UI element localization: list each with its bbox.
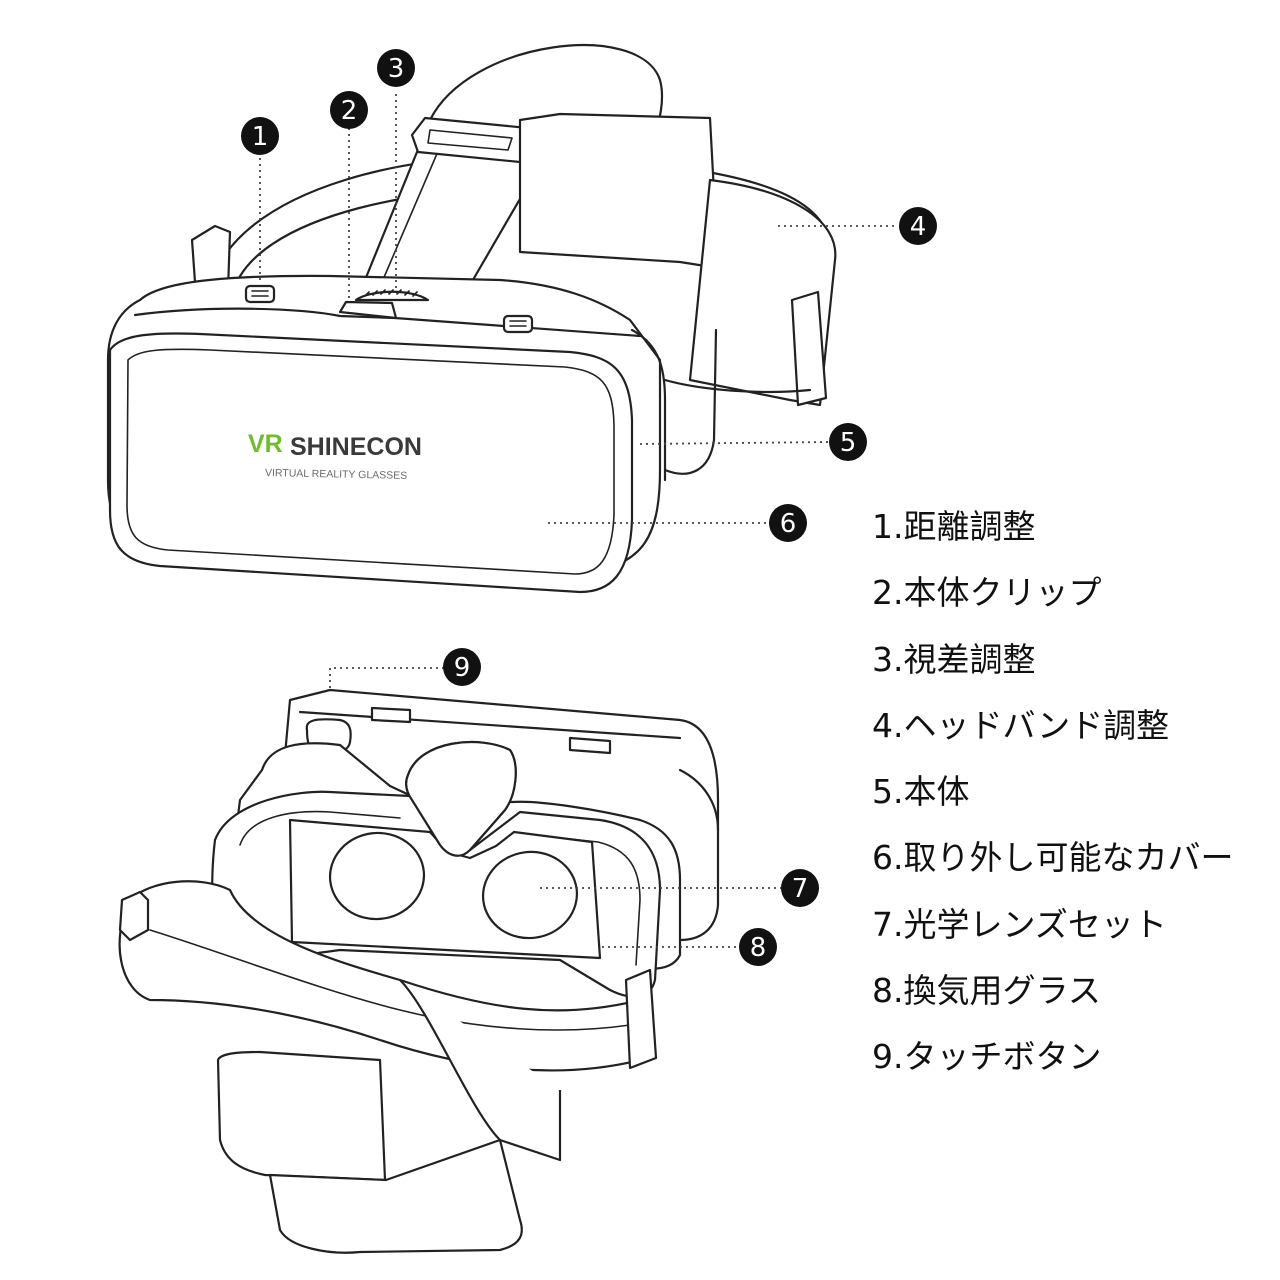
distance-slider-left — [244, 284, 276, 304]
logo-tagline: VIRTUAL REALITY GLASSES — [265, 467, 407, 482]
callout-3: 3 — [377, 49, 415, 87]
callout-2: 2 — [330, 91, 368, 129]
svg-text:3: 3 — [388, 54, 405, 84]
rear-left-buckle — [118, 890, 150, 942]
callout-7: 7 — [781, 869, 819, 907]
headset-front-view: VR SHINECON VIRTUAL REALITY GLASSES — [106, 44, 837, 594]
logo-vr: VR — [248, 430, 283, 458]
parts-legend: 1.距離調整 2.本体クリップ 3.視差調整 4.ヘッドバンド調整 5.本体 6… — [872, 500, 1234, 1097]
legend-item-5: 5.本体 — [872, 772, 970, 812]
svg-text:6: 6 — [780, 509, 797, 539]
legend-item-9: 9.タッチボタン — [872, 1037, 1102, 1077]
rear-right-buckle — [624, 968, 658, 1070]
svg-text:2: 2 — [341, 96, 358, 126]
logo-name: SHINECON — [290, 433, 422, 461]
legend-item-3: 3.視差調整 — [872, 639, 1036, 679]
svg-text:7: 7 — [792, 874, 809, 904]
svg-text:1: 1 — [252, 122, 269, 152]
right-strap-buckle — [790, 290, 828, 407]
headset-rear-view — [118, 688, 720, 1254]
callout-4: 4 — [899, 207, 937, 245]
leader-lines — [259, 94, 898, 948]
legend-item-1: 1.距離調整 — [872, 507, 1036, 546]
legend-item-2: 2.本体クリップ — [872, 573, 1102, 613]
callout-1: 1 — [241, 117, 279, 155]
legend-item-4: 4.ヘッドバンド調整 — [872, 705, 1170, 745]
legend-item-8: 8.換気用グラス — [872, 971, 1101, 1011]
svg-text:9: 9 — [454, 653, 471, 683]
legend-item-6: 6.取り外し可能なカバー — [872, 838, 1234, 878]
svg-text:5: 5 — [840, 428, 857, 458]
svg-text:8: 8 — [750, 933, 767, 963]
legend-item-7: 7.光学レンズセット — [872, 904, 1167, 944]
callout-6: 6 — [769, 504, 807, 542]
removable-cover — [108, 332, 634, 594]
body-clip — [338, 300, 398, 320]
callout-5: 5 — [829, 423, 867, 461]
rear-pad — [216, 1050, 387, 1182]
svg-text:4: 4 — [910, 212, 927, 242]
callout-9: 9 — [443, 648, 481, 686]
distance-slider-right — [502, 314, 534, 334]
callout-8: 8 — [739, 928, 777, 966]
